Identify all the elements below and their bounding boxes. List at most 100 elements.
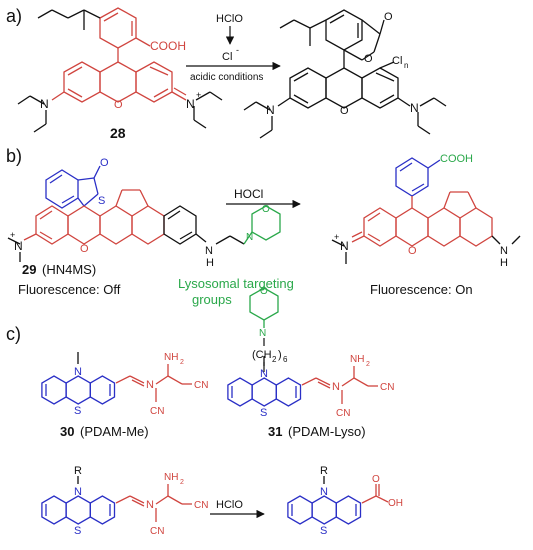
lactone-carbonyl-o: O: [384, 11, 393, 23]
morpholine-o-b: O: [262, 204, 270, 215]
nitrile-cn-1: CN: [380, 382, 394, 393]
ptz-center-ring: [251, 377, 277, 407]
lactone-ring-o: O: [364, 53, 373, 65]
morpholine-ring-c: [249, 287, 279, 328]
reagent-chloride: Cl: [222, 51, 232, 63]
linker-count: 6: [283, 355, 288, 364]
panel-b-label: b): [6, 146, 22, 166]
targeting-groups-line2: groups: [192, 292, 232, 307]
targeting-groups-line1: Lysosomal targeting: [178, 276, 294, 291]
compound-30-label: 30: [60, 424, 74, 439]
r-group-label: R: [74, 465, 82, 477]
open-product-benzoic: [395, 157, 441, 197]
ptz-center-ring: [65, 375, 91, 405]
morpholine-o-c: O: [260, 286, 268, 297]
reagent-hclo: HClO: [216, 13, 243, 25]
amine-n-left: N: [40, 97, 49, 111]
ptz-n-atom: N: [74, 366, 82, 378]
open-product-n: N: [340, 239, 349, 253]
amine-n-right: N: [186, 97, 195, 111]
compound-31-name: (PDAM-Lyso): [288, 424, 366, 439]
spirolactone-product: [243, 9, 447, 139]
product-ring-o: O: [340, 105, 349, 117]
acid-carbonyl-o: O: [372, 474, 380, 485]
linker-ch: (CH: [252, 349, 272, 361]
open-product-cooh: COOH: [440, 153, 473, 165]
reagent-hclo-c: HClO: [216, 499, 243, 511]
open-product-chain: [331, 235, 521, 264]
compound-29-label: 29: [22, 262, 36, 277]
morpholine-ring-b: [243, 205, 281, 245]
carboxylic-acid-product: N S R O OH: [287, 465, 403, 537]
amino-sub: 2: [366, 361, 370, 368]
compound-31-label: 31: [268, 424, 282, 439]
open-product-charge: +: [334, 232, 339, 242]
ptz-center-ring: [311, 495, 337, 525]
ptz-s-atom: S: [260, 407, 267, 419]
chloride-charge: -: [236, 45, 239, 55]
open-product-nh-n: N: [500, 245, 508, 257]
compound-29-amine-chain: [7, 205, 245, 262]
ptz-right-ring: [89, 495, 116, 525]
ptz-n-atom: N: [74, 486, 82, 498]
ptz-s-atom: S: [74, 525, 81, 537]
amine-nh-n-29: N: [205, 245, 213, 257]
compound-28-label: 28: [110, 125, 126, 141]
open-product-xanthene-o: O: [408, 245, 417, 257]
amino-nh: NH: [164, 472, 178, 483]
amino-nh: NH: [350, 354, 364, 365]
iminium-n-29: N: [14, 239, 23, 253]
panel-c-label: c): [6, 324, 21, 344]
reagent-hocl: HOCl: [234, 187, 263, 201]
product-n-right: N: [410, 101, 419, 115]
ptz-n-atom: N: [260, 368, 268, 380]
amino-sub: 2: [180, 479, 184, 486]
xanthene-o-29: O: [80, 243, 89, 255]
chlorine-substituent: Cl: [392, 55, 402, 67]
acid-oh: OH: [388, 498, 403, 509]
compound-29-spiro: [45, 165, 101, 209]
imine-n: N: [146, 499, 154, 511]
panel-a-label: a): [6, 6, 22, 26]
fluorescence-on: Fluorescence: On: [370, 282, 473, 297]
compound-28-structure: [37, 7, 187, 103]
linker-sub2: 2: [272, 355, 277, 364]
r-group-label: R: [320, 465, 328, 477]
ring-oxygen-label: O: [114, 99, 123, 111]
ptz-right-ring: [89, 375, 116, 405]
imine-n: N: [332, 381, 340, 393]
compound-30-name: (PDAM-Me): [80, 424, 149, 439]
fluorescence-off: Fluorescence: Off: [18, 282, 121, 297]
ptz-n-atom: N: [320, 486, 328, 498]
ptz-center-ring: [65, 495, 91, 525]
n-plus-charge: +: [196, 90, 201, 100]
morpholine-n-c: N: [259, 328, 266, 339]
thiolactone-s: S: [98, 195, 105, 207]
ptz-right-ring: [275, 377, 302, 407]
ptz-s-atom: S: [320, 525, 327, 537]
open-product-nh-h: H: [500, 257, 508, 269]
ptz-s-atom: S: [74, 405, 81, 417]
linker-close: ): [278, 349, 282, 361]
iminium-charge-29: +: [10, 230, 15, 240]
amino-sub: 2: [180, 359, 184, 366]
compound-29-name: (HN4MS): [42, 262, 96, 277]
compound-28-ethyls: [17, 91, 223, 133]
thiolactone-o: O: [100, 157, 109, 169]
ptz-right-ring: [335, 495, 362, 525]
morpholine-n-b: N: [246, 232, 253, 243]
nitrile-cn-1: CN: [194, 380, 208, 391]
nitrile-cn-2: CN: [150, 406, 164, 417]
acid-group-label: COOH: [150, 39, 186, 53]
nitrile-cn-2: CN: [336, 408, 350, 419]
open-product-xanthene: [351, 191, 493, 247]
condition-label: acidic conditions: [190, 72, 263, 83]
nitrile-cn-1: CN: [194, 500, 208, 511]
amine-nh-h-29: H: [206, 257, 214, 269]
benzoic-ring: [99, 7, 137, 49]
